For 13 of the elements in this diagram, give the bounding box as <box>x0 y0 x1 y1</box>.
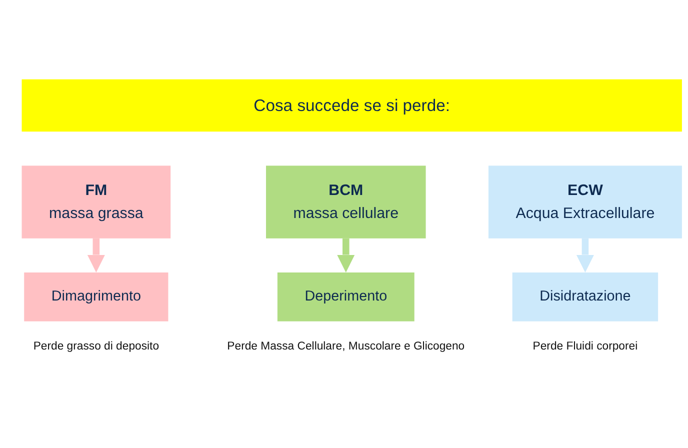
node-box: FM massa grassa <box>22 166 171 238</box>
node-box: Dimagrimento <box>24 272 168 322</box>
node-box: BCM massa cellulare <box>266 166 426 238</box>
node-box: ECW Acqua Extracellulare <box>488 166 682 238</box>
node-label: Perde grasso di deposito <box>33 340 160 352</box>
node-label: Perde Massa Cellulare, Muscolare e Glicogeno <box>227 340 465 352</box>
arrow <box>576 238 594 272</box>
node-box: Cosa succede se si perde: <box>22 79 682 132</box>
node-label: Perde Fluidi corporei <box>532 340 638 352</box>
node-box: Disidratazione <box>512 272 658 322</box>
node-box: Deperimento <box>277 272 414 322</box>
arrow <box>87 238 106 272</box>
arrow <box>337 238 355 272</box>
